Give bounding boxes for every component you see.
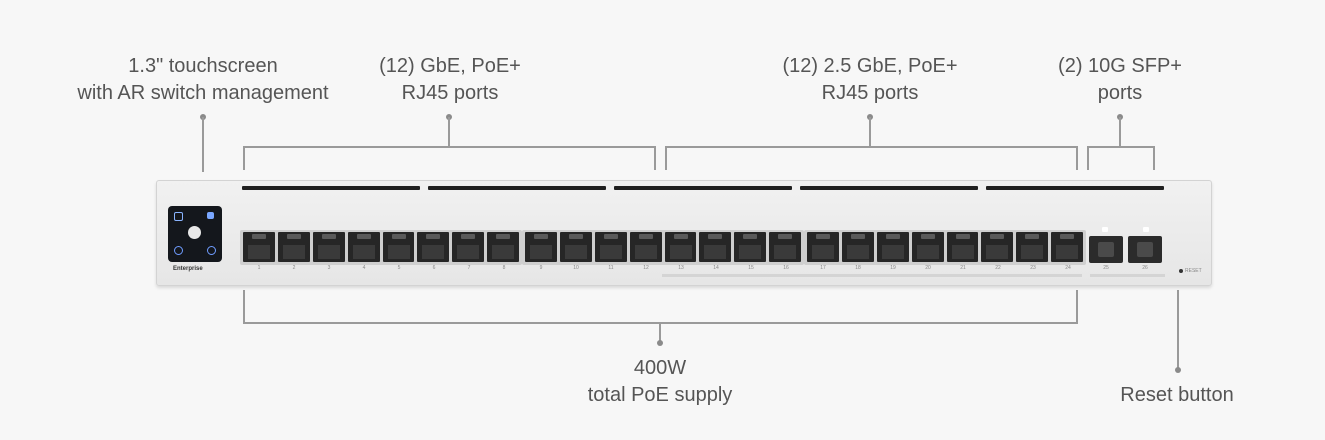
reset-label: RESET <box>1185 268 1202 274</box>
callout-line: (12) GbE, PoE+ <box>379 55 521 77</box>
rj45-port-11[interactable] <box>594 232 627 262</box>
rj45-port-3[interactable] <box>312 232 345 262</box>
rj45-port-label: 4 <box>362 265 366 271</box>
poe-supply-callout: 400W total PoE supply <box>560 355 760 409</box>
rj45-port-21[interactable] <box>946 232 979 262</box>
reset-callout: Reset button <box>1097 382 1257 409</box>
rj45-port-23[interactable] <box>1016 232 1049 262</box>
rj45-port-label: 18 <box>855 265 861 271</box>
sfp-strip <box>1090 274 1165 277</box>
sfp-port-label: 26 <box>1142 265 1148 271</box>
rj45-port-label: 12 <box>643 265 649 271</box>
rj45-port-16[interactable] <box>769 232 801 262</box>
rj45-port-label: 22 <box>995 265 1001 271</box>
led-bar <box>428 186 606 190</box>
rj45-port-10[interactable] <box>559 232 592 262</box>
port-group-17-24 <box>804 230 1086 265</box>
rj45-port-18[interactable] <box>841 232 874 262</box>
rj45-port-label: 7 <box>467 265 471 271</box>
rj45-port-2[interactable] <box>277 232 310 262</box>
rj45-port-label: 19 <box>890 265 896 271</box>
callout-line: (2) 10G SFP+ <box>1058 55 1182 77</box>
led-bar <box>986 186 1164 190</box>
rj45-port-19[interactable] <box>876 232 909 262</box>
rj45-port-20[interactable] <box>911 232 944 262</box>
rj45-port-4[interactable] <box>347 232 380 262</box>
rj45-port-14[interactable] <box>699 232 732 262</box>
rj45-port-9[interactable] <box>525 232 557 262</box>
rj45-port-label: 3 <box>327 265 331 271</box>
rj45-port-label: 16 <box>783 265 789 271</box>
led-bar <box>242 186 420 190</box>
sfp-ports-callout: (2) 10G SFP+ ports <box>1040 53 1200 107</box>
callout-line: 400W <box>633 357 687 379</box>
callout-line: total PoE supply <box>587 384 733 406</box>
rj45-port-5[interactable] <box>382 232 415 262</box>
rj45-port-17[interactable] <box>807 232 839 262</box>
port-group-1-8 <box>240 230 522 265</box>
touchscreen-callout: 1.3" touchscreen with AR switch manageme… <box>62 53 344 107</box>
rj45-port-7[interactable] <box>452 232 485 262</box>
power-icon <box>174 246 183 255</box>
home-dot-icon <box>188 226 201 239</box>
port-strip <box>662 274 1082 277</box>
rj45-port-label: 9 <box>539 265 543 271</box>
brand-label: Enterprise <box>173 266 203 272</box>
rj45-port-13[interactable] <box>664 232 697 262</box>
rj45-port-label: 13 <box>678 265 684 271</box>
rj45-port-label: 14 <box>713 265 719 271</box>
rj45-port-label: 15 <box>748 265 754 271</box>
rj45-port-label: 23 <box>1030 265 1036 271</box>
rj45-port-label: 21 <box>960 265 966 271</box>
rj45-port-label: 17 <box>820 265 826 271</box>
sfp-port-25[interactable] <box>1089 236 1123 263</box>
sfp-led <box>1102 227 1108 232</box>
rj45-port-8[interactable] <box>487 232 519 262</box>
rj45-port-label: 5 <box>397 265 401 271</box>
port-group-9-16 <box>522 230 804 265</box>
rj45-port-label: 1 <box>257 265 261 271</box>
gbe-ports-callout: (12) GbE, PoE+ RJ45 ports <box>360 53 540 107</box>
callout-line: (12) 2.5 GbE, PoE+ <box>782 55 958 77</box>
sfp-led <box>1143 227 1149 232</box>
rj45-port-22[interactable] <box>981 232 1014 262</box>
callout-line: RJ45 ports <box>401 82 499 104</box>
home-icon <box>174 212 183 221</box>
rj45-port-label: 20 <box>925 265 931 271</box>
rj45-port-24[interactable] <box>1051 232 1083 262</box>
callout-line: Reset button <box>1120 384 1234 406</box>
reset-button[interactable] <box>1179 269 1183 273</box>
rj45-port-label: 24 <box>1065 265 1071 271</box>
rj45-port-12[interactable] <box>629 232 662 262</box>
led-bar <box>614 186 792 190</box>
rj45-port-label: 11 <box>608 265 614 271</box>
callout-line: 1.3" touchscreen <box>128 55 278 77</box>
rj45-port-6[interactable] <box>417 232 450 262</box>
rj45-port-label: 6 <box>432 265 436 271</box>
led-bar <box>800 186 978 190</box>
settings-icon <box>207 246 216 255</box>
callout-line: RJ45 ports <box>821 82 919 104</box>
callout-line: with AR switch management <box>77 82 329 104</box>
sfp-port-26[interactable] <box>1128 236 1162 263</box>
rj45-port-15[interactable] <box>734 232 767 262</box>
rj45-port-label: 2 <box>292 265 296 271</box>
rj45-port-label: 8 <box>502 265 506 271</box>
ports-25gbe-callout: (12) 2.5 GbE, PoE+ RJ45 ports <box>760 53 980 107</box>
lock-icon <box>207 212 214 219</box>
rj45-port-label: 10 <box>573 265 579 271</box>
rj45-port-1[interactable] <box>243 232 275 262</box>
sfp-port-label: 25 <box>1103 265 1109 271</box>
touchscreen-display[interactable] <box>168 206 222 262</box>
callout-line: ports <box>1097 82 1143 104</box>
